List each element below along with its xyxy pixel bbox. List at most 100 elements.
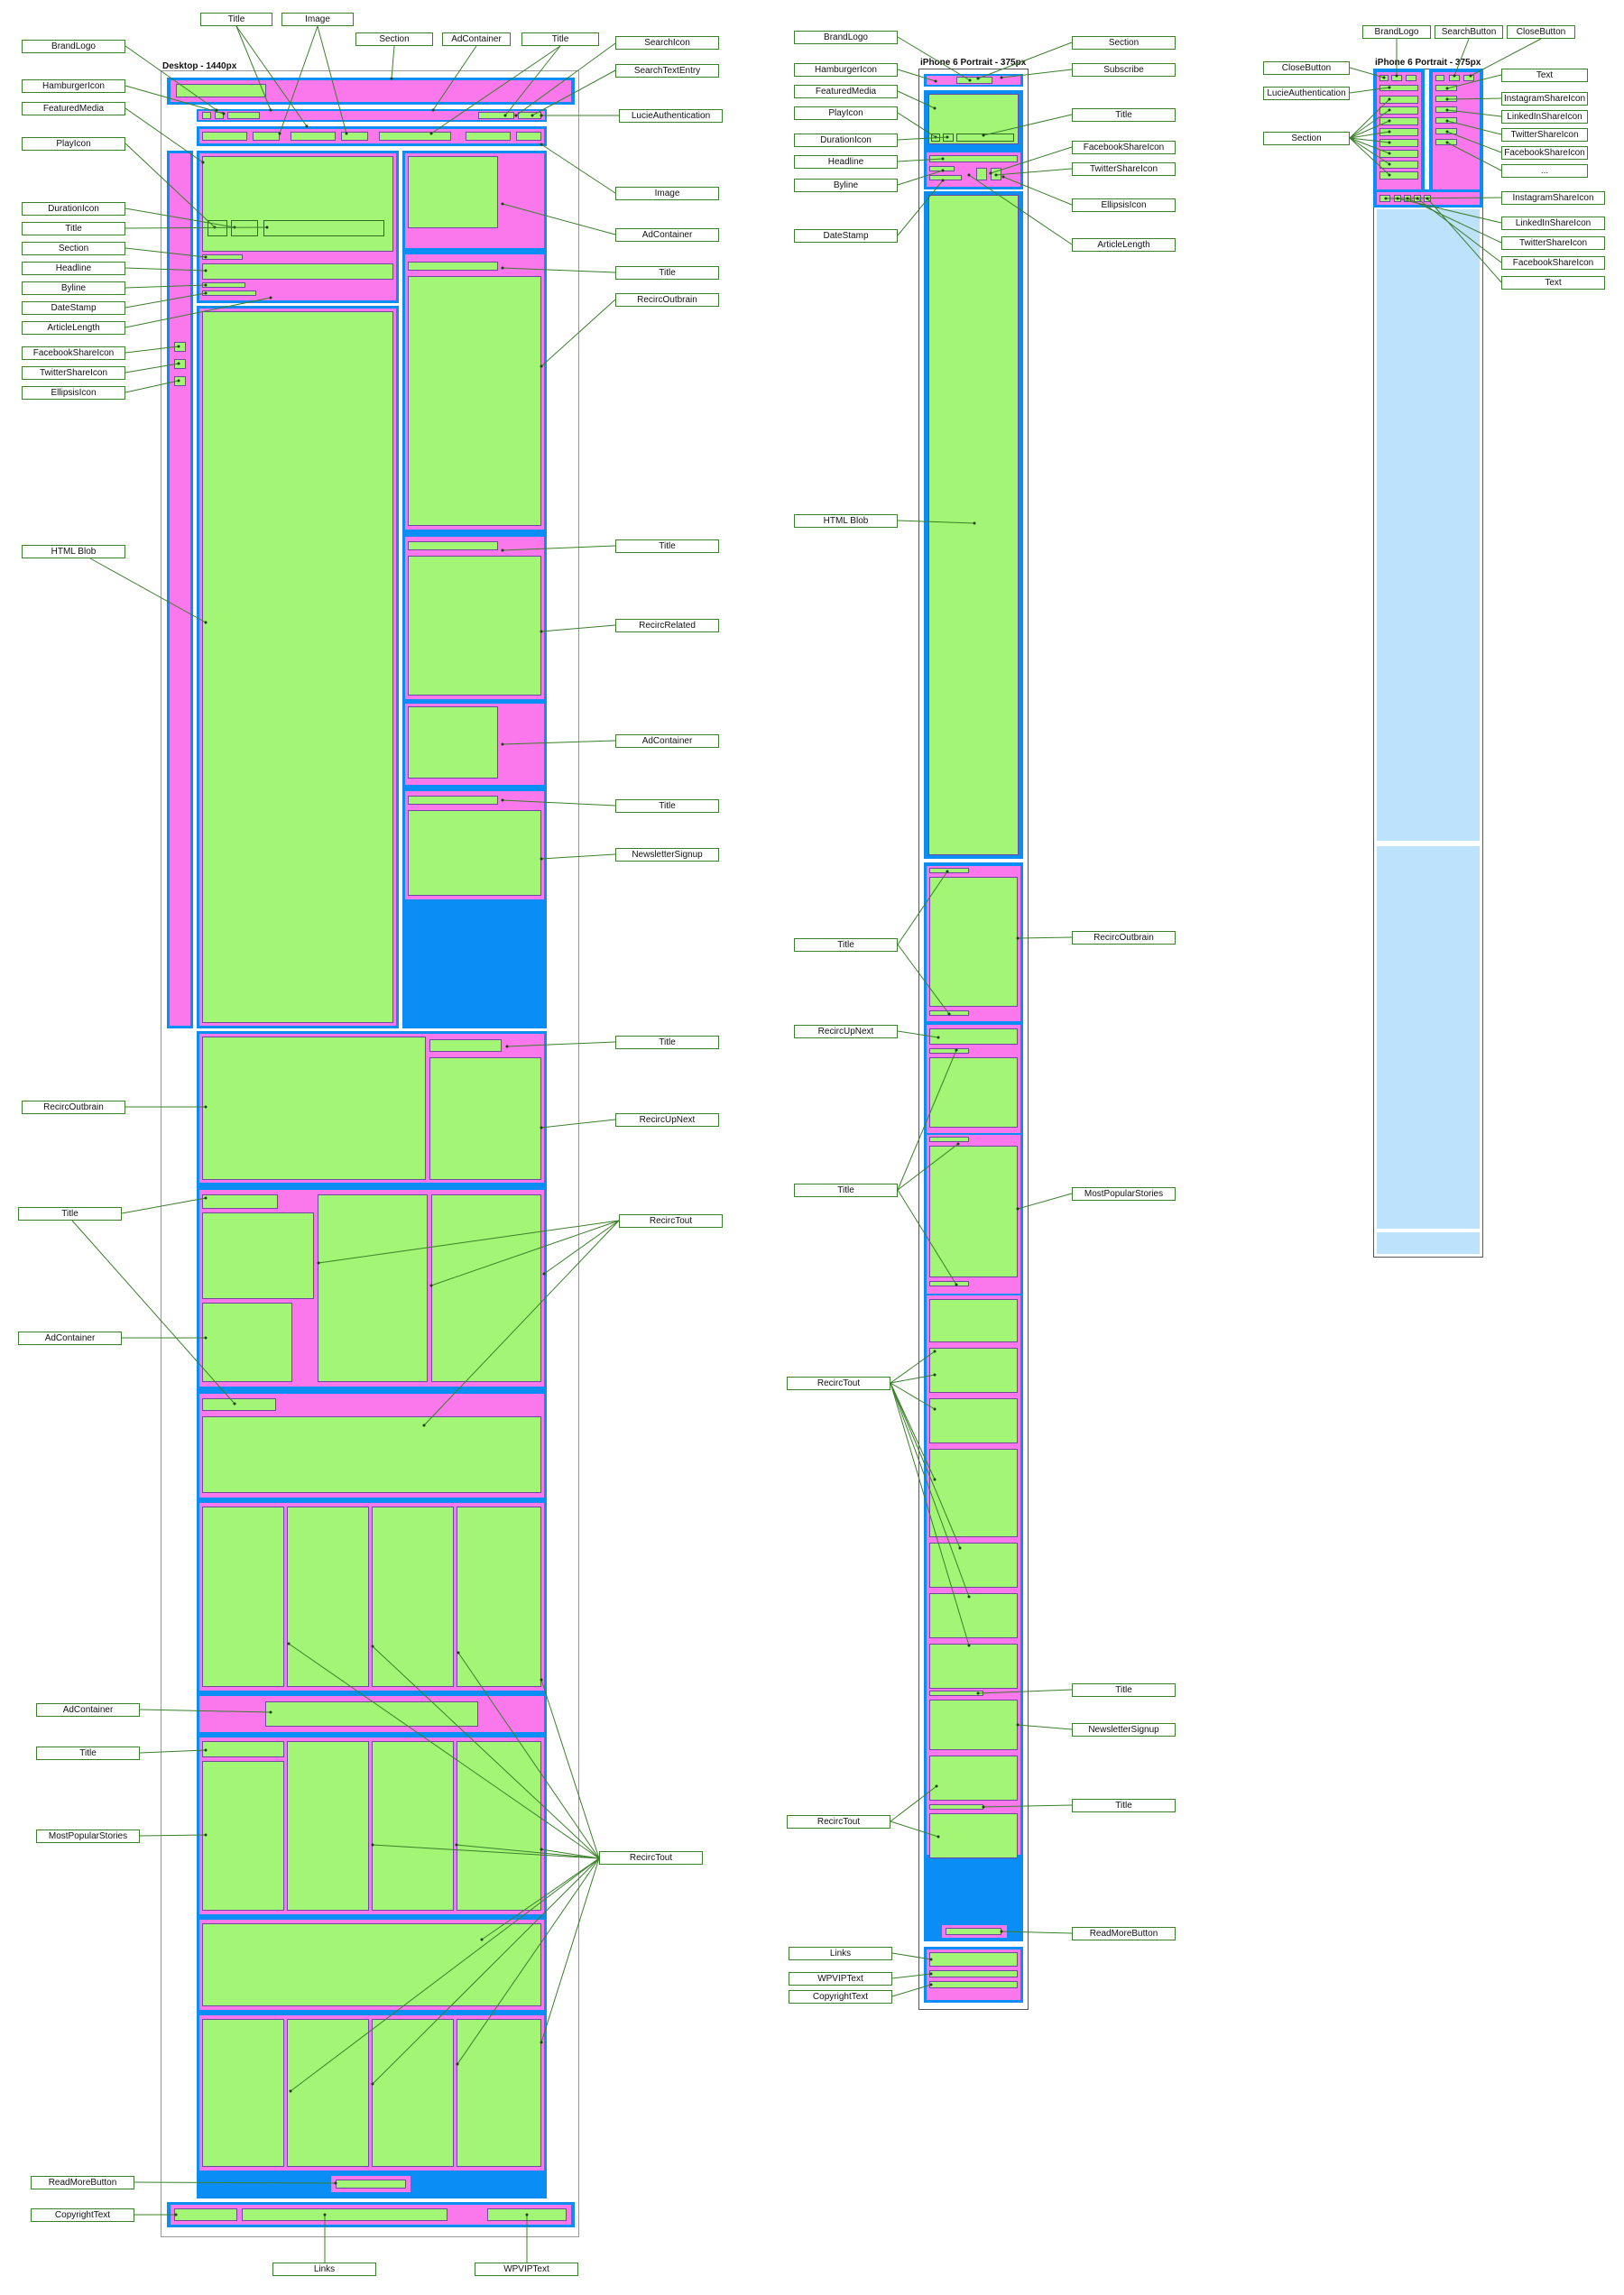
callout-label: Links	[789, 1947, 892, 1960]
menu-right-region	[1433, 72, 1480, 204]
desktop-search-entry	[478, 112, 514, 119]
desktop-html-blob	[202, 311, 393, 1023]
desktop-facebook-share	[174, 342, 186, 352]
mobile-tout-5	[929, 1543, 1018, 1588]
desktop-tout-title-1	[202, 1194, 278, 1209]
mobile-tout-3	[929, 1398, 1018, 1443]
callout-label: AdContainer	[18, 1332, 122, 1345]
menu-section-1	[1379, 96, 1418, 104]
callout-label: CloseButton	[1507, 25, 1575, 39]
callout-label: ...	[1501, 164, 1588, 178]
callout-label: BrandLogo	[794, 31, 898, 44]
mobile-newsletter-signup	[929, 1700, 1018, 1750]
desktop-ad-3	[202, 1303, 292, 1382]
menu-section-3	[1379, 117, 1418, 125]
callout-label: FeaturedMedia	[22, 102, 125, 115]
callout-label: HTML Blob	[794, 514, 898, 528]
desktop-section-4	[341, 132, 368, 141]
menu-facebook-1	[1435, 128, 1457, 134]
menu-overlay-3	[1377, 1232, 1480, 1254]
callout-label: SearchIcon	[615, 36, 719, 50]
callout-label: RecircTout	[619, 1214, 723, 1228]
menu-lucie-auth	[1379, 85, 1418, 91]
callout-label: ArticleLength	[1072, 238, 1176, 252]
desktop-section-5	[379, 132, 451, 141]
callout-label: TwitterShareIcon	[1501, 128, 1588, 142]
mobile-outbrain-footer	[929, 1010, 969, 1016]
mobile-html-blob	[928, 195, 1019, 855]
desktop-section-7	[516, 132, 541, 141]
callout-label: LinkedInShareIcon	[1501, 110, 1588, 124]
desktop-nav-title	[215, 112, 224, 119]
mobile-recirc-outbrain	[929, 877, 1018, 1007]
callout-label: AdContainer	[36, 1703, 140, 1717]
callout-label: ReadMoreButton	[1072, 1927, 1176, 1940]
mobile-media-title	[956, 134, 1014, 142]
desktop-ad-2	[408, 706, 498, 779]
desktop-tout-5	[287, 1507, 369, 1687]
desktop-featured-media	[202, 156, 393, 252]
mobile-tout-4	[929, 1449, 1018, 1537]
callout-label: Byline	[22, 281, 125, 295]
desktop-copyright	[174, 2208, 237, 2221]
mobile-tout-1	[929, 1299, 1018, 1342]
desktop-media-title	[263, 220, 384, 236]
callout-label: RecircOutbrain	[1072, 931, 1176, 945]
callout-label: CopyrightText	[789, 1990, 892, 2004]
callout-label: CloseButton	[1263, 61, 1350, 75]
callout-label: Headline	[22, 262, 125, 275]
mobile-tout-9	[929, 1813, 1018, 1858]
mobile-tout-2	[929, 1348, 1018, 1393]
menu-instagram-1	[1435, 96, 1457, 102]
callout-label: Byline	[794, 179, 898, 192]
callout-label: Title	[615, 1036, 719, 1049]
mobile-newsletter-title	[929, 1691, 983, 1696]
mobile-frame-title: iPhone 6 Portrait - 375px	[920, 58, 1027, 68]
callout-label: AdContainer	[615, 228, 719, 242]
callout-label: RecircUpNext	[794, 1025, 898, 1038]
callout-label: Links	[272, 2263, 376, 2276]
callout-label: RecircUpNext	[615, 1113, 719, 1127]
mobile-copyright	[929, 1981, 1018, 1988]
desktop-brand-logo	[176, 84, 266, 97]
mobile-upnext-title	[929, 1048, 969, 1054]
callout-label: CopyrightText	[31, 2208, 134, 2222]
desktop-tout-wide	[202, 1416, 541, 1493]
menu-right-logo	[1449, 75, 1460, 81]
callout-label: RecircTout	[599, 1851, 703, 1865]
callout-label: InstagramShareIcon	[1501, 191, 1605, 205]
mobile-tout-title	[929, 1804, 983, 1810]
desktop-tout-11	[457, 2019, 541, 2167]
callout-label: SearchTextEntry	[615, 64, 719, 78]
desktop-tout-title-2	[202, 1398, 276, 1411]
callout-label: HamburgerIcon	[22, 79, 125, 93]
mobile-links	[929, 1952, 1018, 1967]
desktop-recirc-outbrain-2	[202, 1037, 426, 1180]
menu-instagram-2	[1379, 195, 1390, 202]
desktop-popular-3	[372, 1741, 454, 1911]
mobile-popular-footer	[929, 1281, 969, 1286]
callout-label: Section	[22, 242, 125, 255]
callout-label: PlayIcon	[794, 106, 898, 120]
callout-label: Subscribe	[1072, 63, 1176, 77]
mobile-upnext-item	[929, 1057, 1018, 1128]
callout-label: RecircOutbrain	[22, 1101, 125, 1114]
desktop-section-label	[202, 254, 243, 260]
callout-label: FeaturedMedia	[794, 85, 898, 98]
callout-label: FacebookShareIcon	[1501, 146, 1588, 160]
mobile-headline	[929, 155, 1018, 162]
desktop-popular-title	[202, 1741, 284, 1757]
callout-label: FacebookShareIcon	[22, 346, 125, 360]
callout-label: Title	[1072, 108, 1176, 122]
callout-label: Text	[1501, 276, 1605, 290]
callout-label: InstagramShareIcon	[1501, 92, 1588, 106]
callout-label: BrandLogo	[1362, 25, 1431, 39]
desktop-tout-6	[372, 1507, 454, 1687]
menu-twitter-1	[1435, 117, 1457, 124]
mobile-outbrain-title	[929, 868, 969, 873]
callout-label: Headline	[794, 155, 898, 169]
mobile-byline	[929, 166, 955, 171]
desktop-tout-1	[202, 1212, 314, 1299]
menu-text-1	[1435, 85, 1457, 91]
desktop-tout-8	[202, 2019, 284, 2167]
